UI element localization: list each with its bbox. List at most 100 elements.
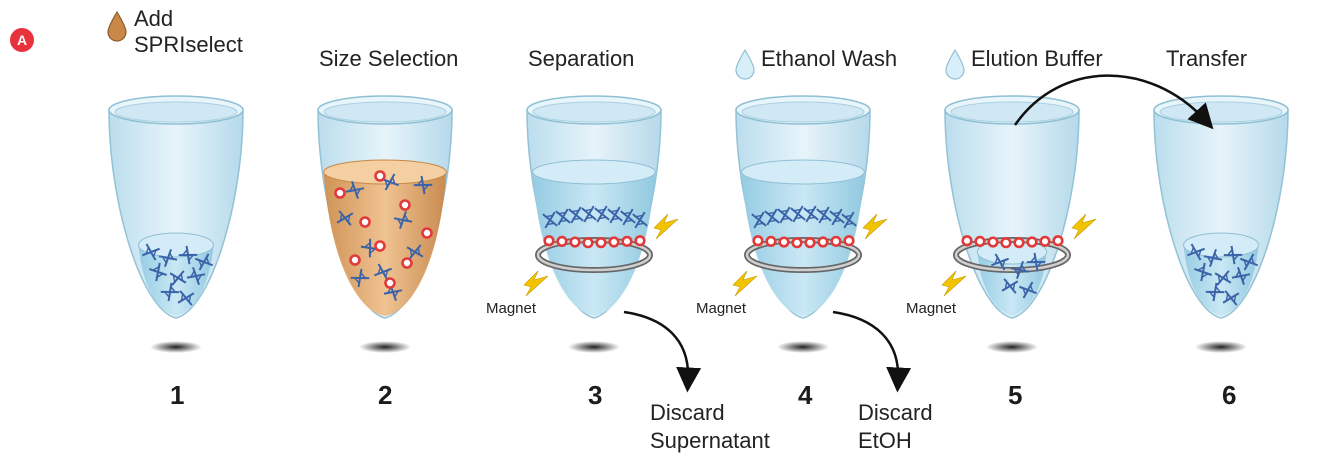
tube-2-bead-1: [374, 170, 386, 182]
add-spriselect-drop-icon: [107, 10, 127, 42]
tube-3-rim-inner: [532, 101, 656, 123]
tube-1-dna-8: [160, 282, 180, 302]
step-2-title: Size Selection: [319, 46, 459, 71]
tube-5-bead-2: [974, 235, 986, 247]
tube-5-bolt-right: [1071, 213, 1097, 240]
tube-1-rim-inner: [114, 101, 238, 123]
tube-5-bead-1: [961, 235, 973, 247]
step-6-number: 6: [1222, 380, 1237, 410]
tube-3-bound-dna-8: [632, 211, 648, 229]
tube-1-dna-7: [186, 266, 206, 286]
tube-6-dna-2: [1203, 248, 1223, 268]
tube-3-bound-dna-1: [542, 211, 558, 229]
step-3-magnet-label: Magnet: [486, 300, 537, 317]
tube-3-bead-1: [543, 235, 555, 247]
tube-2-bead-5: [421, 227, 433, 239]
tube-4-bound-dna-7: [829, 208, 845, 226]
tube-3-shadow: [568, 341, 620, 353]
discard-etoh-line-1: Discard: [858, 400, 933, 425]
tube-4-rim-inner: [741, 101, 865, 123]
step-4-title: Ethanol Wash: [761, 46, 898, 71]
tube-4-bead-6: [817, 236, 829, 248]
tube-4-bound-dna-3: [777, 206, 793, 224]
tube-5-bead-5: [1013, 237, 1025, 249]
elution-buffer-drop-icon: [945, 48, 965, 80]
discard-supernatant-line-1: Discard: [650, 400, 725, 425]
tube-5-dna-4: [1001, 278, 1019, 294]
tube-4-bead-7: [830, 235, 842, 247]
tube-4-bead-1: [752, 235, 764, 247]
tube-3-bound-dna-4: [581, 205, 597, 223]
tube-5-rim-inner: [950, 101, 1074, 123]
tube-2-liquid-surface: [323, 159, 447, 185]
tube-step-4: [732, 95, 888, 353]
tube-2-dna-4: [336, 210, 354, 226]
tube-2-bead-2: [334, 187, 346, 199]
tube-1-dna-4: [195, 253, 213, 271]
tube-2-bead-6: [374, 240, 386, 252]
tube-4-bound-dna-4: [790, 205, 806, 223]
step-3-title: Separation: [528, 46, 635, 71]
tube-1-liquid-surface: [138, 232, 214, 258]
tube-3-bolt-left: [523, 270, 549, 297]
tube-5-dna-5: [1019, 281, 1037, 299]
tube-4-bound-dna-6: [816, 206, 832, 224]
tube-5-dna-3: [1026, 252, 1046, 272]
tube-2-bead-4: [359, 216, 371, 228]
tube-1-dna-2: [158, 248, 178, 268]
tube-3-magnet-ring-highlight: [536, 238, 652, 272]
tube-5-bead-4: [1000, 237, 1012, 249]
tube-2-dna-3: [413, 175, 433, 195]
tube-step-5: [941, 95, 1097, 353]
tube-5-bead-6: [1026, 236, 1038, 248]
tube-2-shadow: [359, 341, 411, 353]
ethanol-wash-drop-icon: [735, 48, 755, 80]
tube-4-bead-4: [791, 237, 803, 249]
tube-4-bead-3: [778, 236, 790, 248]
tube-3-bead-4: [582, 237, 594, 249]
tube-6-dna-9: [1222, 290, 1240, 306]
tube-3-bound-dna-2: [555, 208, 571, 226]
step-1-title-line-2: SPRIselect: [134, 32, 243, 57]
discard-supernatant-line-2: Supernatant: [650, 428, 770, 453]
tube-2-dna-1: [345, 180, 365, 200]
step-4-magnet-label: Magnet: [696, 300, 747, 317]
tube-4-bound-dna-5: [803, 205, 819, 223]
tube-2-dna-9: [350, 268, 370, 288]
tube-4-bead-2: [765, 235, 777, 247]
tube-step-6: [1153, 95, 1289, 353]
tube-2-dna-7: [406, 244, 424, 260]
tube-2-rim-inner: [323, 101, 447, 123]
tube-4-bound-dna-8: [841, 211, 857, 229]
tube-6-dna-1: [1187, 243, 1205, 261]
tube-4-bead-8: [843, 235, 855, 247]
discard-supernatant-arrow: [623, 310, 702, 393]
step-6-title: Transfer: [1166, 46, 1248, 71]
tube-step-1: [108, 95, 244, 353]
tube-3-liquid-surface: [532, 159, 656, 185]
tube-3-bound-dna-7: [620, 208, 636, 226]
tube-5-bead-7: [1039, 235, 1051, 247]
discard-etoh-arrow: [832, 310, 912, 393]
tube-4-magnet-ring-highlight: [745, 238, 861, 272]
tube-2-bead-7: [349, 254, 361, 266]
tube-3-bolt-right: [653, 213, 679, 240]
tube-5-dna-2: [1010, 260, 1030, 280]
tube-6-dna-4: [1240, 253, 1258, 271]
step-1-number: 1: [170, 380, 185, 410]
tube-1-dna-3: [178, 245, 198, 265]
tube-4-bolt-right: [862, 213, 888, 240]
tube-6-liquid-surface: [1183, 232, 1259, 258]
tube-2-bead-3: [399, 199, 411, 211]
tube-1-shadow: [150, 341, 202, 353]
tube-5-bolt-left: [941, 270, 967, 297]
tube-3-bead-6: [608, 236, 620, 248]
tube-1-dna-6: [169, 270, 187, 286]
tube-5-magnet-ring-highlight: [954, 238, 1070, 272]
tube-2-bead-8: [401, 257, 413, 269]
tube-3-bound-dna-6: [607, 206, 623, 224]
step-5-title: Elution Buffer: [971, 46, 1103, 71]
tube-4-bound-dna-1: [751, 211, 767, 229]
tube-3-liquid: [532, 172, 656, 316]
